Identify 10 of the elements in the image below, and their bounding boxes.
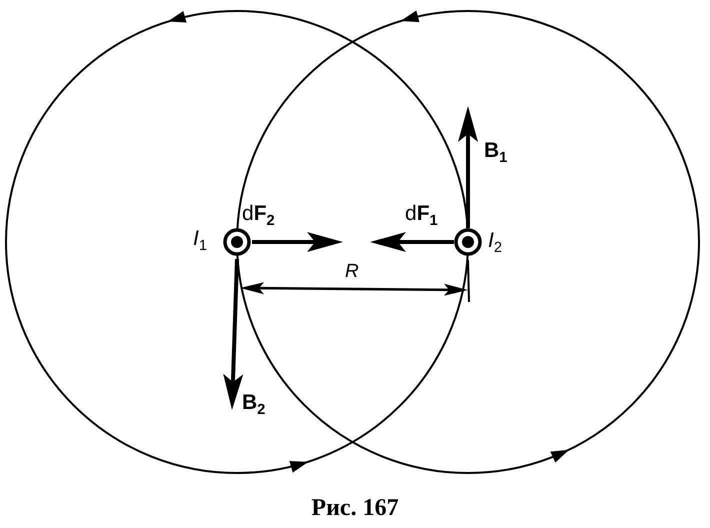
current-symbol [222,227,252,257]
current-label: I$_{2}$ [488,230,502,256]
figure-caption: Рис. 167 [310,495,400,522]
current-symbol [453,227,483,257]
vector-label: B$_{1}$ [484,140,508,166]
vector-label: B$_{2}$ [242,392,266,418]
current-label: I$_{1}$ [193,228,208,254]
vector-label: dF$_{1}$ [405,203,438,229]
vector-label: dF$_{2}$ [242,203,275,229]
dimension-label: R [345,262,359,281]
